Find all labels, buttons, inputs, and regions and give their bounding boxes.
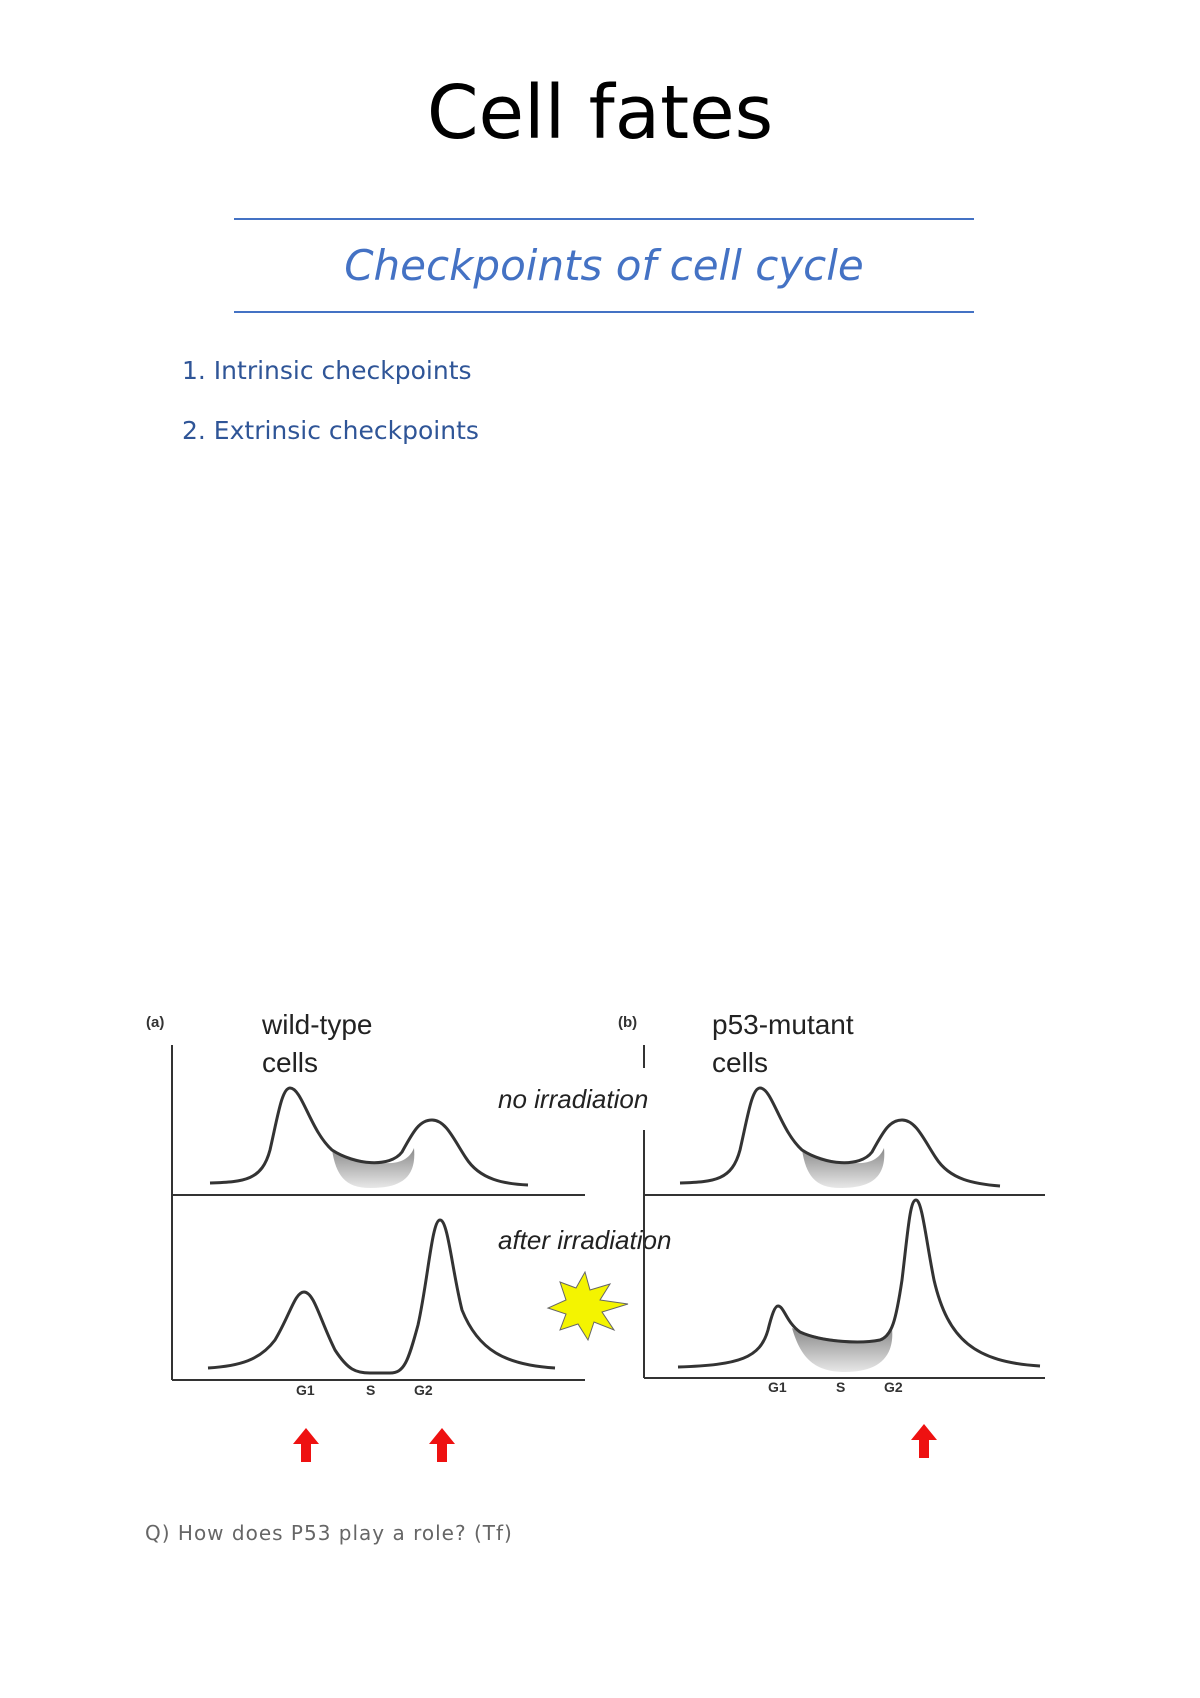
panel-b-label-line1: p53-mutant bbox=[712, 1009, 854, 1040]
list-item-extrinsic: 2. Extrinsic checkpoints bbox=[182, 416, 479, 445]
panel-b-label-g2: G2 bbox=[884, 1379, 903, 1395]
page-title: Cell fates bbox=[426, 70, 774, 156]
panel-a-label-g1: G1 bbox=[296, 1382, 315, 1398]
panel-b-label-line2: cells bbox=[712, 1047, 768, 1078]
panel-a-top-curve bbox=[209, 1086, 529, 1187]
panel-a-label-s: S bbox=[366, 1382, 375, 1398]
panel-b-bottom-curve bbox=[677, 1198, 1041, 1369]
condition-after-irradiation: after irradiation bbox=[498, 1225, 671, 1255]
panel-b-tag: (b) bbox=[618, 1014, 637, 1031]
panel-a-label-g2: G2 bbox=[414, 1382, 433, 1398]
panel-a-label-line2: cells bbox=[262, 1047, 318, 1078]
panel-b-top-curve bbox=[679, 1086, 1001, 1188]
red-up-arrow-icon bbox=[429, 1428, 455, 1462]
question-text: Q) How does P53 play a role? (Tf) bbox=[145, 1521, 513, 1545]
panel-b-label-s: S bbox=[836, 1379, 845, 1395]
panel-a-bottom-curve bbox=[207, 1218, 556, 1375]
condition-no-irradiation: no irradiation bbox=[498, 1084, 648, 1114]
red-up-arrow-icon bbox=[911, 1424, 937, 1458]
panel-a-tag: (a) bbox=[146, 1014, 164, 1031]
panel-a-label-line1: wild-type bbox=[261, 1009, 372, 1040]
red-up-arrow-icon bbox=[293, 1428, 319, 1462]
irradiation-burst-icon bbox=[546, 1270, 629, 1342]
subtitle-rule-top bbox=[234, 218, 974, 220]
section-subtitle: Checkpoints of cell cycle bbox=[344, 241, 864, 290]
subtitle-rule-bottom bbox=[234, 311, 974, 313]
panel-b-label-g1: G1 bbox=[768, 1379, 787, 1395]
list-item-intrinsic: 1. Intrinsic checkpoints bbox=[182, 356, 472, 385]
